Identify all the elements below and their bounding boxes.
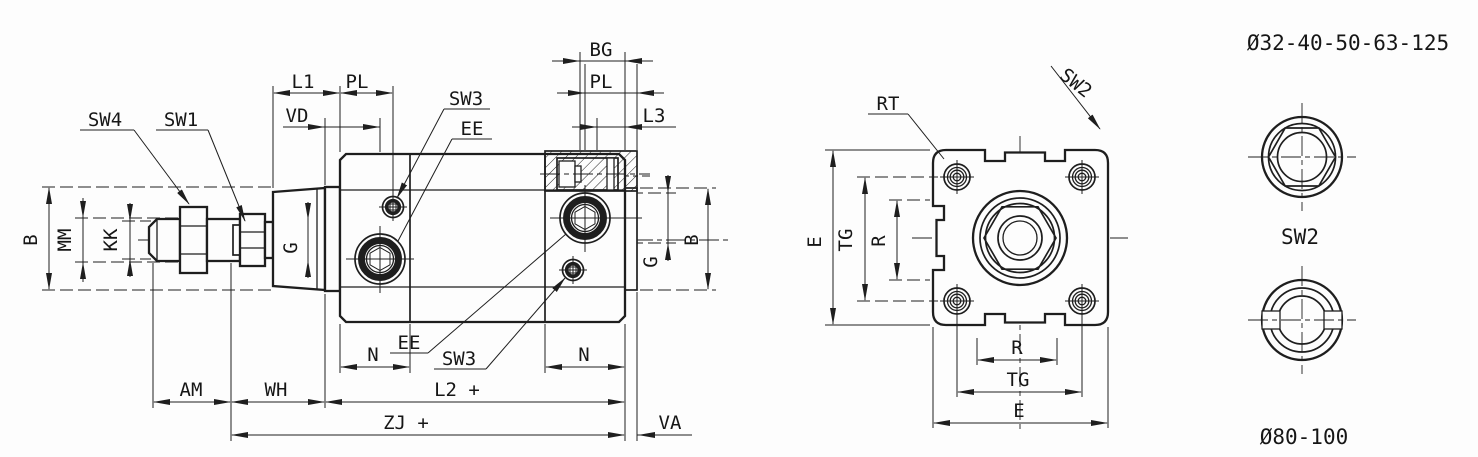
leader-label-sw3-bottom: SW3: [442, 348, 476, 370]
detail-slotted-nut: [1248, 266, 1356, 374]
rear-port: [550, 185, 642, 252]
leader-label-ee-bottom: EE: [398, 332, 421, 354]
dim-label-e-left: E: [804, 236, 826, 247]
rod-boss: [971, 189, 1069, 287]
dim-label-pl-rear: PL: [590, 71, 613, 93]
hex-socket: [1267, 127, 1337, 187]
dim-label-sw1: SW1: [164, 109, 198, 131]
rod-hex-sw1: [238, 212, 267, 268]
dim-label-kk: KK: [100, 228, 122, 251]
leader-label-sw2-front: SW2: [1055, 64, 1096, 102]
front-leaders: [868, 65, 1101, 160]
dim-label-am: AM: [180, 379, 203, 401]
dim-label-tg-left: TG: [835, 229, 857, 252]
rear-plate: [624, 187, 638, 291]
front-extension-lines: [825, 149, 1109, 428]
rod-thread-tip: [147, 217, 182, 263]
dim-label-g-rear: G: [640, 256, 662, 267]
rear-boss-section: [540, 150, 650, 192]
rod-nut-sw4: [178, 205, 209, 275]
mounting-hole: [940, 284, 974, 318]
dim-label-tg-bottom: TG: [1007, 369, 1030, 391]
dim-label-l3: L3: [643, 105, 666, 127]
dim-label-n-right: N: [578, 344, 589, 366]
size-range-bottom: Ø80-100: [1260, 425, 1349, 449]
mounting-hole: [1065, 160, 1099, 194]
side-view: SW4 SW1 B MM KK G L1 PL VD SW3 EE BG PL …: [20, 39, 728, 441]
mounting-holes: [940, 160, 1099, 318]
dim-label-r-bottom: R: [1011, 337, 1023, 359]
leader-label-ee-top: EE: [461, 118, 484, 140]
dim-label-mm: MM: [54, 229, 76, 252]
dim-label-e-bottom: E: [1013, 400, 1024, 422]
dim-label-g-cap: G: [280, 242, 302, 253]
dim-label-wh: WH: [265, 379, 288, 401]
rear-cushion-screw: [559, 256, 587, 284]
dim-label-r-left: R: [868, 235, 890, 247]
size-range-title: Ø32-40-50-63-125: [1247, 31, 1449, 55]
dim-label-va: VA: [659, 412, 682, 434]
front-port: [346, 226, 414, 293]
piston-rod-assembly: [147, 185, 342, 293]
front-body-profile: [931, 148, 1110, 327]
dim-label-b-left: B: [20, 234, 42, 245]
mounting-hole: [940, 160, 974, 194]
dim-label-l2: L2 +: [434, 379, 480, 401]
front-plate: [323, 185, 342, 293]
leader-label-rt: RT: [877, 93, 900, 115]
leader-lines: [80, 108, 567, 370]
dim-label-pl-front: PL: [346, 71, 369, 93]
front-dimension-lines: [830, 150, 1108, 426]
dim-label-l1: L1: [292, 71, 315, 93]
dim-label-zj: ZJ +: [383, 412, 429, 434]
dim-label-sw4: SW4: [88, 109, 122, 131]
detail-hex-plug: [1248, 103, 1356, 211]
detail-sw2-caption: SW2: [1281, 225, 1319, 249]
mounting-hole: [1065, 284, 1099, 318]
dim-label-vd: VD: [286, 105, 309, 127]
rod-hex-socket: [983, 205, 1057, 271]
front-cushion-screw: [379, 193, 407, 221]
dimension-lines: [46, 58, 711, 438]
dim-label-n-left: N: [367, 344, 378, 366]
dim-label-bg: BG: [590, 39, 613, 61]
dim-label-b-right: B: [681, 234, 703, 245]
leader-label-sw3-top: SW3: [449, 88, 483, 110]
front-view: RT SW2 E TG R R TG E: [804, 64, 1128, 432]
